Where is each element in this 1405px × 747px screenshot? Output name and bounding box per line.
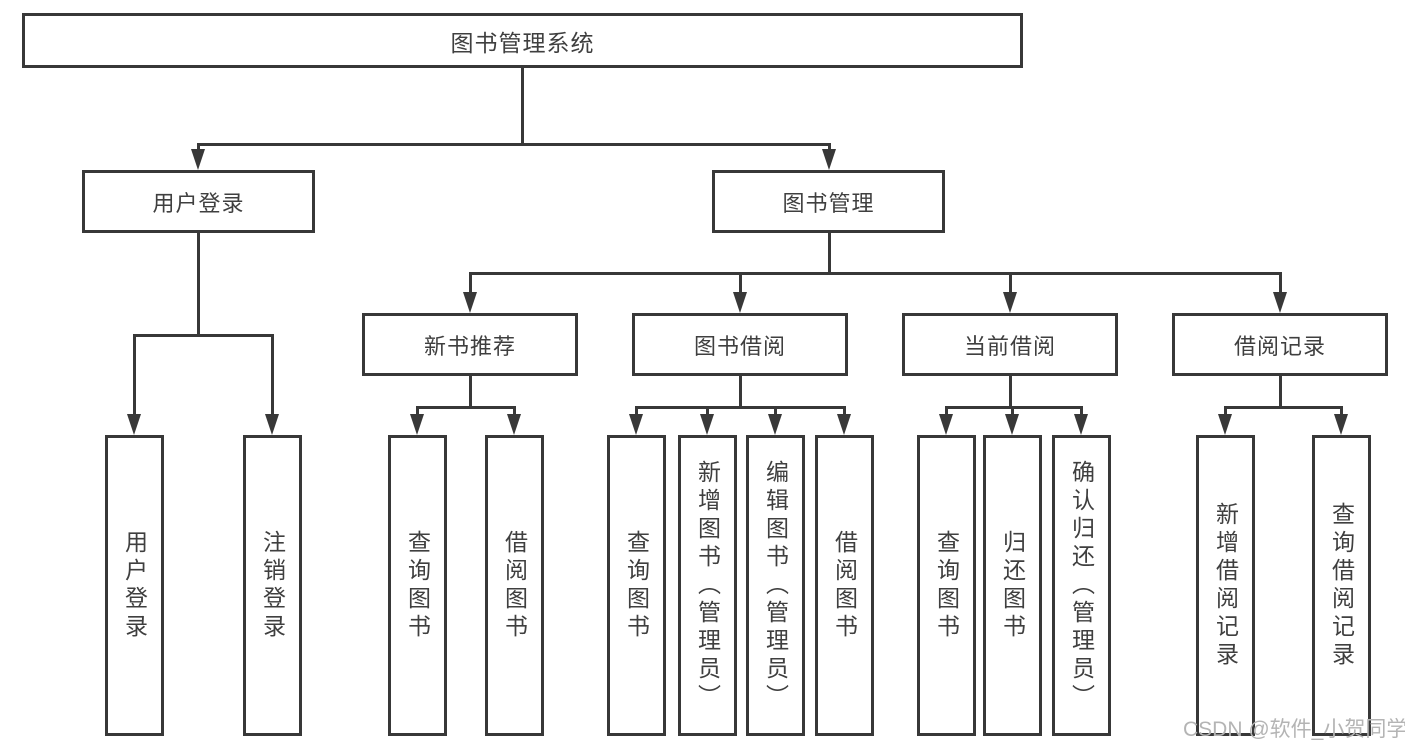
connector-line bbox=[1009, 376, 1012, 408]
leaf-label: 借阅图书 bbox=[831, 529, 858, 642]
node-book-borrow: 图书借阅 bbox=[632, 313, 848, 376]
arrow-down-icon bbox=[1273, 292, 1287, 313]
leaf-current-confirm-return-admin: 确认归还（管理员） bbox=[1052, 435, 1111, 736]
leaf-label: 查询借阅记录 bbox=[1328, 501, 1355, 670]
leaf-label: 编辑图书（管理员） bbox=[762, 459, 789, 712]
connector-line bbox=[1279, 272, 1282, 303]
connector-line bbox=[133, 334, 274, 337]
leaf-label: 查询图书 bbox=[404, 529, 431, 642]
connector-line bbox=[945, 406, 1083, 409]
node-root-library-system: 图书管理系统 bbox=[22, 13, 1023, 68]
node-book-management: 图书管理 bbox=[712, 170, 945, 233]
node-label: 图书管理 bbox=[782, 190, 875, 216]
arrow-down-icon bbox=[410, 414, 424, 435]
arrow-down-icon bbox=[191, 149, 205, 170]
leaf-label: 确认归还（管理员） bbox=[1068, 459, 1095, 712]
leaf-borrow-query-books: 查询图书 bbox=[607, 435, 666, 736]
connector-line bbox=[197, 143, 831, 146]
connector-line bbox=[1224, 406, 1343, 409]
arrow-down-icon bbox=[1074, 414, 1088, 435]
leaf-recommend-query-books: 查询图书 bbox=[388, 435, 447, 736]
connector-line bbox=[416, 406, 516, 409]
arrow-down-icon bbox=[733, 292, 747, 313]
arrow-down-icon bbox=[127, 414, 141, 435]
arrow-down-icon bbox=[822, 149, 836, 170]
leaf-label: 新增图书（管理员） bbox=[694, 459, 721, 712]
arrow-down-icon bbox=[768, 414, 782, 435]
connector-line bbox=[739, 376, 742, 408]
node-label: 图书借阅 bbox=[693, 333, 786, 359]
connector-line bbox=[635, 406, 846, 409]
leaf-recommend-borrow-books: 借阅图书 bbox=[485, 435, 544, 736]
leaf-logout-login: 注销登录 bbox=[243, 435, 302, 736]
node-label: 当前借阅 bbox=[963, 333, 1056, 359]
leaf-borrow-add-books-admin: 新增图书（管理员） bbox=[678, 435, 737, 736]
leaf-label: 借阅图书 bbox=[501, 529, 528, 642]
leaf-label: 用户登录 bbox=[121, 529, 148, 642]
connector-line bbox=[521, 68, 524, 145]
leaf-label: 新增借阅记录 bbox=[1212, 501, 1239, 670]
connector-line bbox=[739, 272, 742, 303]
watermark: CSDN @软件_小贺同学 bbox=[1183, 718, 1405, 741]
leaf-user-login: 用户登录 bbox=[105, 435, 164, 736]
node-label: 新书推荐 bbox=[423, 333, 516, 359]
arrow-down-icon bbox=[629, 414, 643, 435]
arrow-down-icon bbox=[507, 414, 521, 435]
leaf-borrow-edit-books-admin: 编辑图书（管理员） bbox=[746, 435, 805, 736]
connector-line bbox=[469, 376, 472, 408]
connector-line bbox=[469, 272, 472, 303]
node-new-book-recommend: 新书推荐 bbox=[362, 313, 578, 376]
arrow-down-icon bbox=[700, 414, 714, 435]
node-label: 图书管理系统 bbox=[450, 29, 595, 56]
arrow-down-icon bbox=[1334, 414, 1348, 435]
arrow-down-icon bbox=[265, 414, 279, 435]
leaf-label: 查询图书 bbox=[623, 529, 650, 642]
arrow-down-icon bbox=[1005, 414, 1019, 435]
arrow-down-icon bbox=[463, 292, 477, 313]
arrow-down-icon bbox=[1003, 292, 1017, 313]
connector-line bbox=[133, 335, 136, 425]
leaf-label: 查询图书 bbox=[933, 529, 960, 642]
node-label: 借阅记录 bbox=[1233, 333, 1326, 359]
connector-line bbox=[828, 233, 831, 275]
leaf-current-return-books: 归还图书 bbox=[983, 435, 1042, 736]
arrow-down-icon bbox=[837, 414, 851, 435]
node-label: 用户登录 bbox=[152, 190, 245, 216]
connector-line bbox=[1279, 376, 1282, 408]
connector-line bbox=[1009, 272, 1012, 303]
node-borrow-records: 借阅记录 bbox=[1172, 313, 1388, 376]
connector-line bbox=[197, 233, 200, 337]
node-user-login: 用户登录 bbox=[82, 170, 315, 233]
connector-line bbox=[469, 272, 1282, 275]
arrow-down-icon bbox=[1218, 414, 1232, 435]
leaf-records-add-record: 新增借阅记录 bbox=[1196, 435, 1255, 736]
leaf-records-query-record: 查询借阅记录 bbox=[1312, 435, 1371, 736]
node-current-borrow: 当前借阅 bbox=[902, 313, 1118, 376]
arrow-down-icon bbox=[939, 414, 953, 435]
leaf-label: 注销登录 bbox=[259, 529, 286, 642]
leaf-borrow-borrow-books: 借阅图书 bbox=[815, 435, 874, 736]
connector-line bbox=[271, 335, 274, 425]
leaf-current-query-books: 查询图书 bbox=[917, 435, 976, 736]
leaf-label: 归还图书 bbox=[999, 529, 1026, 642]
